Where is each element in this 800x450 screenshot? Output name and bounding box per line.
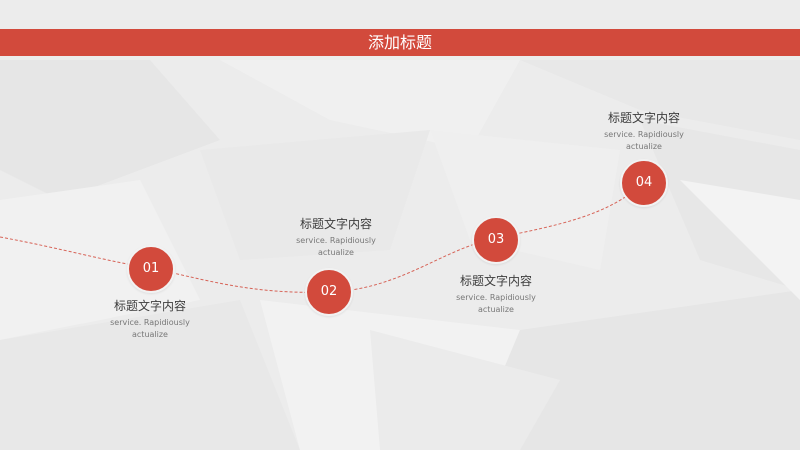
step-label-01: 标题文字内容 service. Rapidiously actualize <box>80 298 220 341</box>
step-number: 04 <box>635 175 653 190</box>
step-node-04: 04 <box>620 159 668 207</box>
step-desc-line1: service. Rapidiously <box>456 293 536 302</box>
step-title: 标题文字内容 <box>113 299 186 313</box>
step-desc-line2: actualize <box>478 305 514 314</box>
step-label-02: 标题文字内容 service. Rapidiously actualize <box>266 216 406 259</box>
step-desc-line2: actualize <box>626 142 662 151</box>
step-title: 标题文字内容 <box>299 217 372 231</box>
step-node-03: 03 <box>472 216 520 264</box>
step-node-02: 02 <box>305 268 353 316</box>
step-label-04: 标题文字内容 service. Rapidiously actualize <box>574 110 714 153</box>
page-title: 添加标题 <box>367 33 432 52</box>
step-number: 03 <box>487 232 505 247</box>
step-title: 标题文字内容 <box>459 274 532 288</box>
step-number: 02 <box>320 284 338 299</box>
step-title: 标题文字内容 <box>607 111 680 125</box>
step-desc-line1: service. Rapidiously <box>604 130 684 139</box>
step-desc-line1: service. Rapidiously <box>110 318 190 327</box>
step-node-01: 01 <box>127 245 175 293</box>
step-desc-line2: actualize <box>132 330 168 339</box>
step-desc-line1: service. Rapidiously <box>296 236 376 245</box>
title-bar: 添加标题 <box>0 29 800 56</box>
step-desc-line2: actualize <box>318 248 354 257</box>
step-number: 01 <box>142 261 160 276</box>
step-label-03: 标题文字内容 service. Rapidiously actualize <box>426 273 566 316</box>
